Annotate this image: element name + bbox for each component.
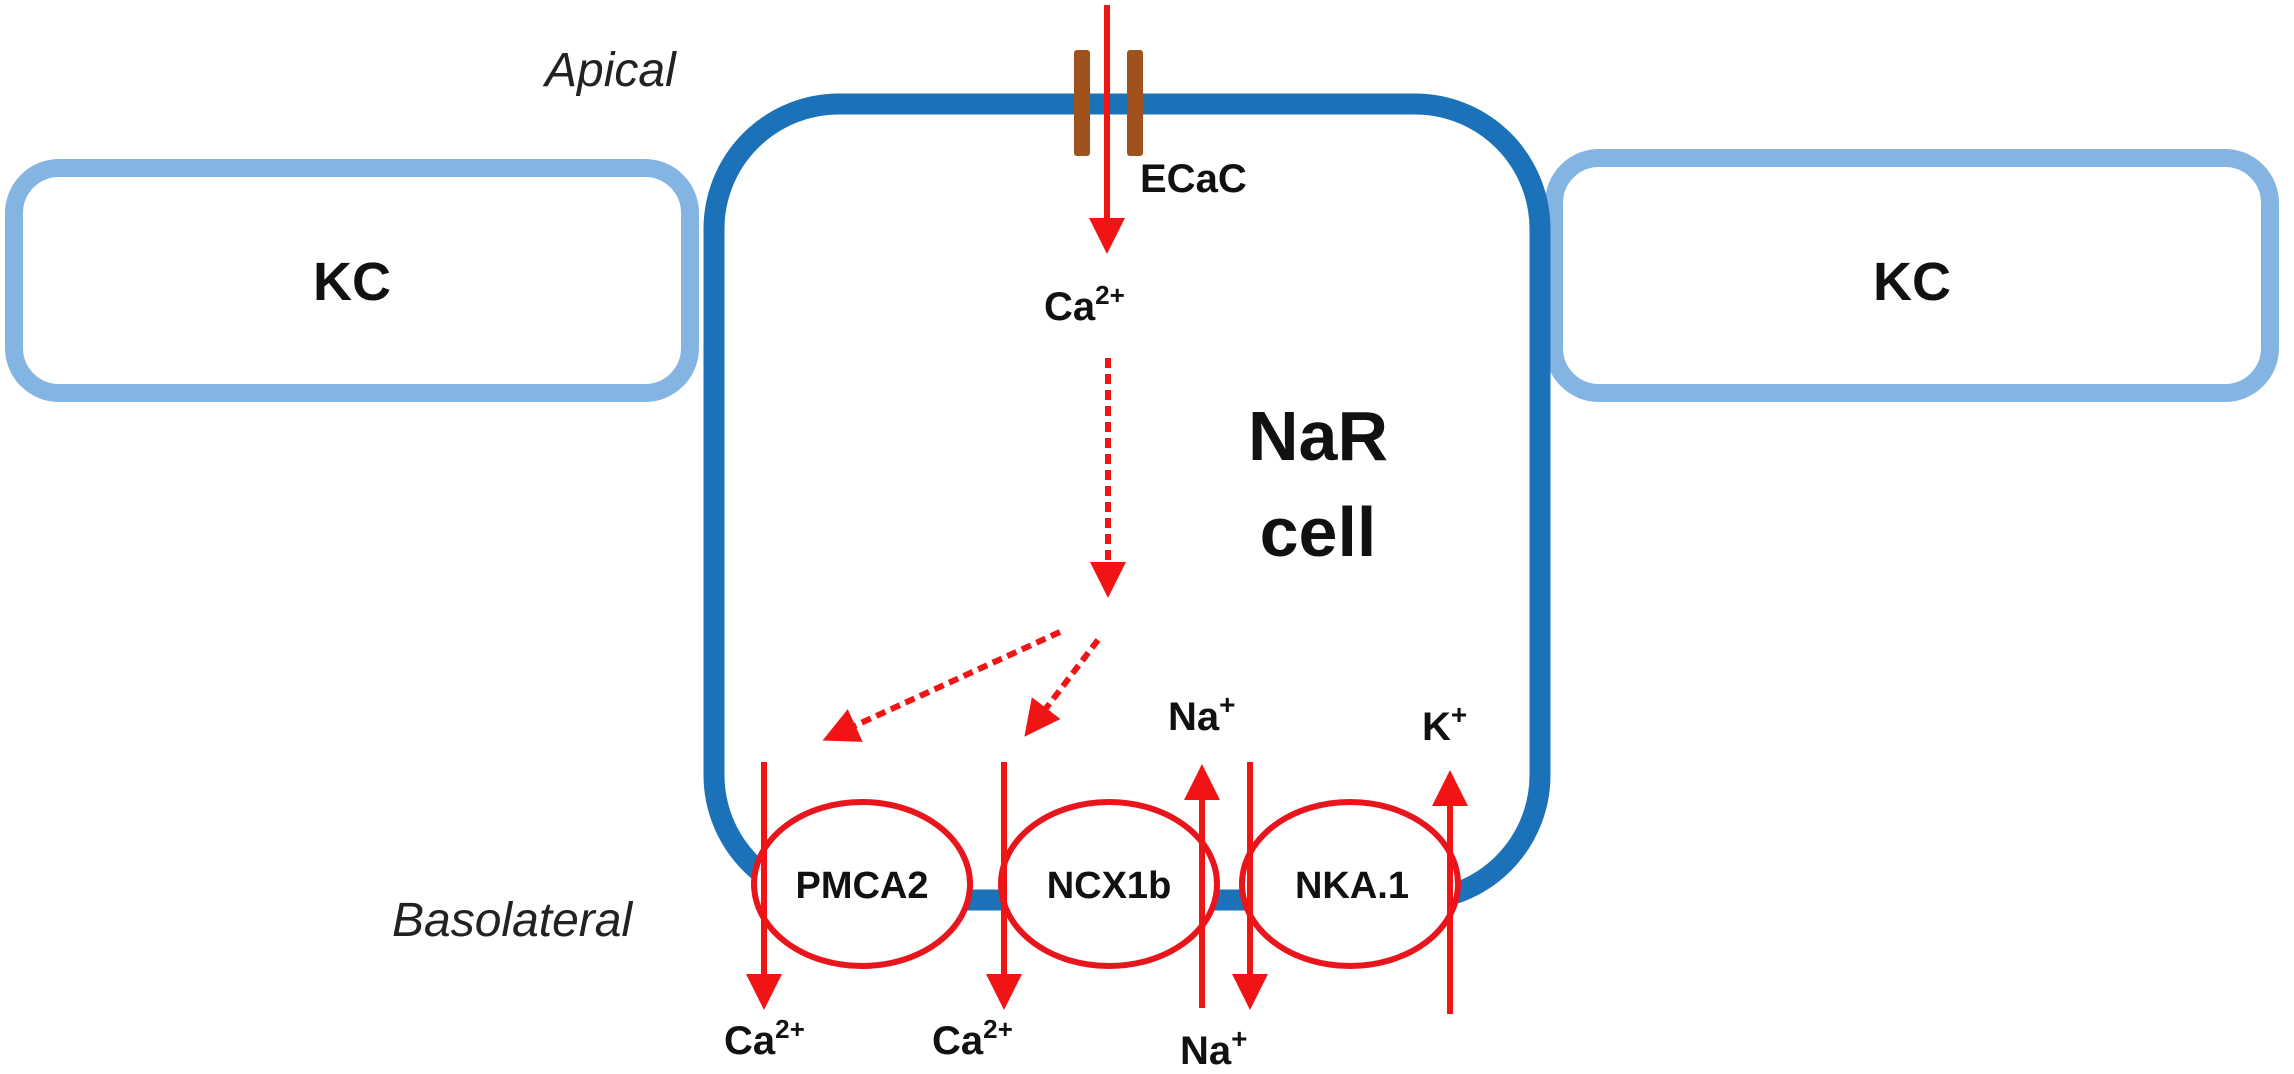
- apical-label: Apical: [542, 44, 677, 97]
- basolateral-label: Basolateral: [392, 894, 633, 947]
- nka1-label: NKA.1: [1295, 865, 1409, 907]
- ca-dotted-path-to-ncx1b: [1024, 638, 1101, 737]
- pmca2-label: PMCA2: [795, 865, 928, 907]
- na-bottom-label: Na+: [1180, 1023, 1248, 1073]
- nar-label-line1: NaR: [1248, 397, 1388, 475]
- kc-cell-left: [5, 159, 699, 402]
- kc-cell-right: [1545, 149, 2279, 402]
- ecac-channel: [1074, 50, 1143, 156]
- kc-label-left: KC: [313, 252, 391, 312]
- k-top-label: K+: [1422, 699, 1467, 749]
- nka1-transporter: [1239, 799, 1461, 969]
- ca-out-2-label: Ca2+: [932, 1014, 1013, 1063]
- ecac-label: ECaC: [1140, 157, 1247, 201]
- kc-label-right: KC: [1873, 252, 1951, 312]
- ca-inside-label: Ca2+: [1044, 280, 1125, 329]
- pmca2-transporter: [751, 799, 973, 969]
- ca-out-1-label: Ca2+: [724, 1014, 805, 1063]
- na-top-label: Na+: [1168, 689, 1236, 739]
- ca-dotted-path-to-pmca2: [822, 629, 1062, 742]
- ncx1b-label: NCX1b: [1047, 865, 1172, 907]
- nar-cell-membrane: [703, 93, 1551, 911]
- nar-label-line2: cell: [1260, 493, 1377, 571]
